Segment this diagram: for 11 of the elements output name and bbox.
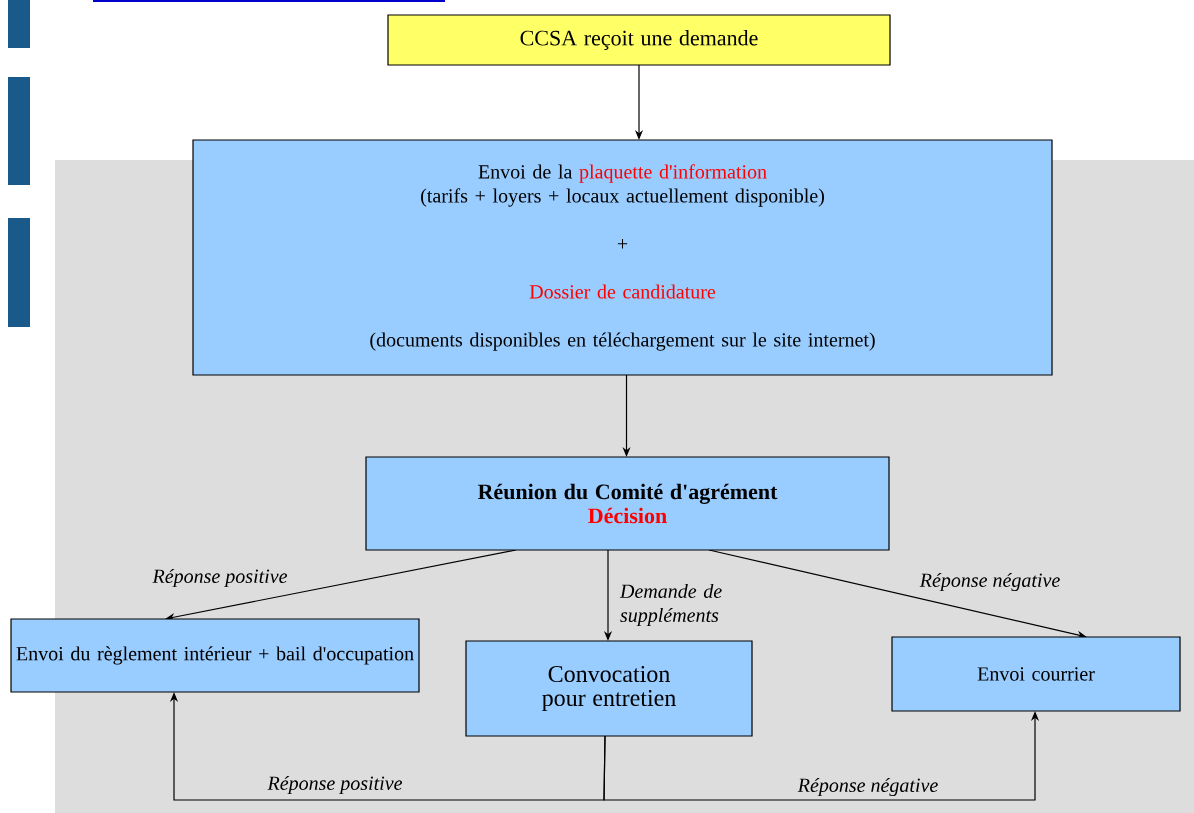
edge-label: Réponse positive [267, 775, 403, 795]
edge-label: Réponse positive [152, 568, 288, 588]
process-box: Envoi de la plaquette d'information (tarifs + loyers + locaux actuellement disponible) + Dossier de candidature (documents disponibles en téléchargement sur le site internet) [192, 139, 1053, 376]
process-box: Convocation pour entretien [465, 640, 753, 737]
edge-label: Réponse négative [797, 777, 938, 797]
start-box: CCSA reçoit une demande [387, 14, 891, 66]
process-box: Envoi courrier [891, 636, 1181, 712]
decision-box: Réunion du Comité d'agrément Décision [365, 456, 890, 551]
edge-label: Réponse négative [919, 572, 1060, 592]
process-box: Envoi du règlement intérieur + bail d'occupation [10, 618, 420, 693]
edge-label: Demande de suppléments [619, 583, 722, 627]
